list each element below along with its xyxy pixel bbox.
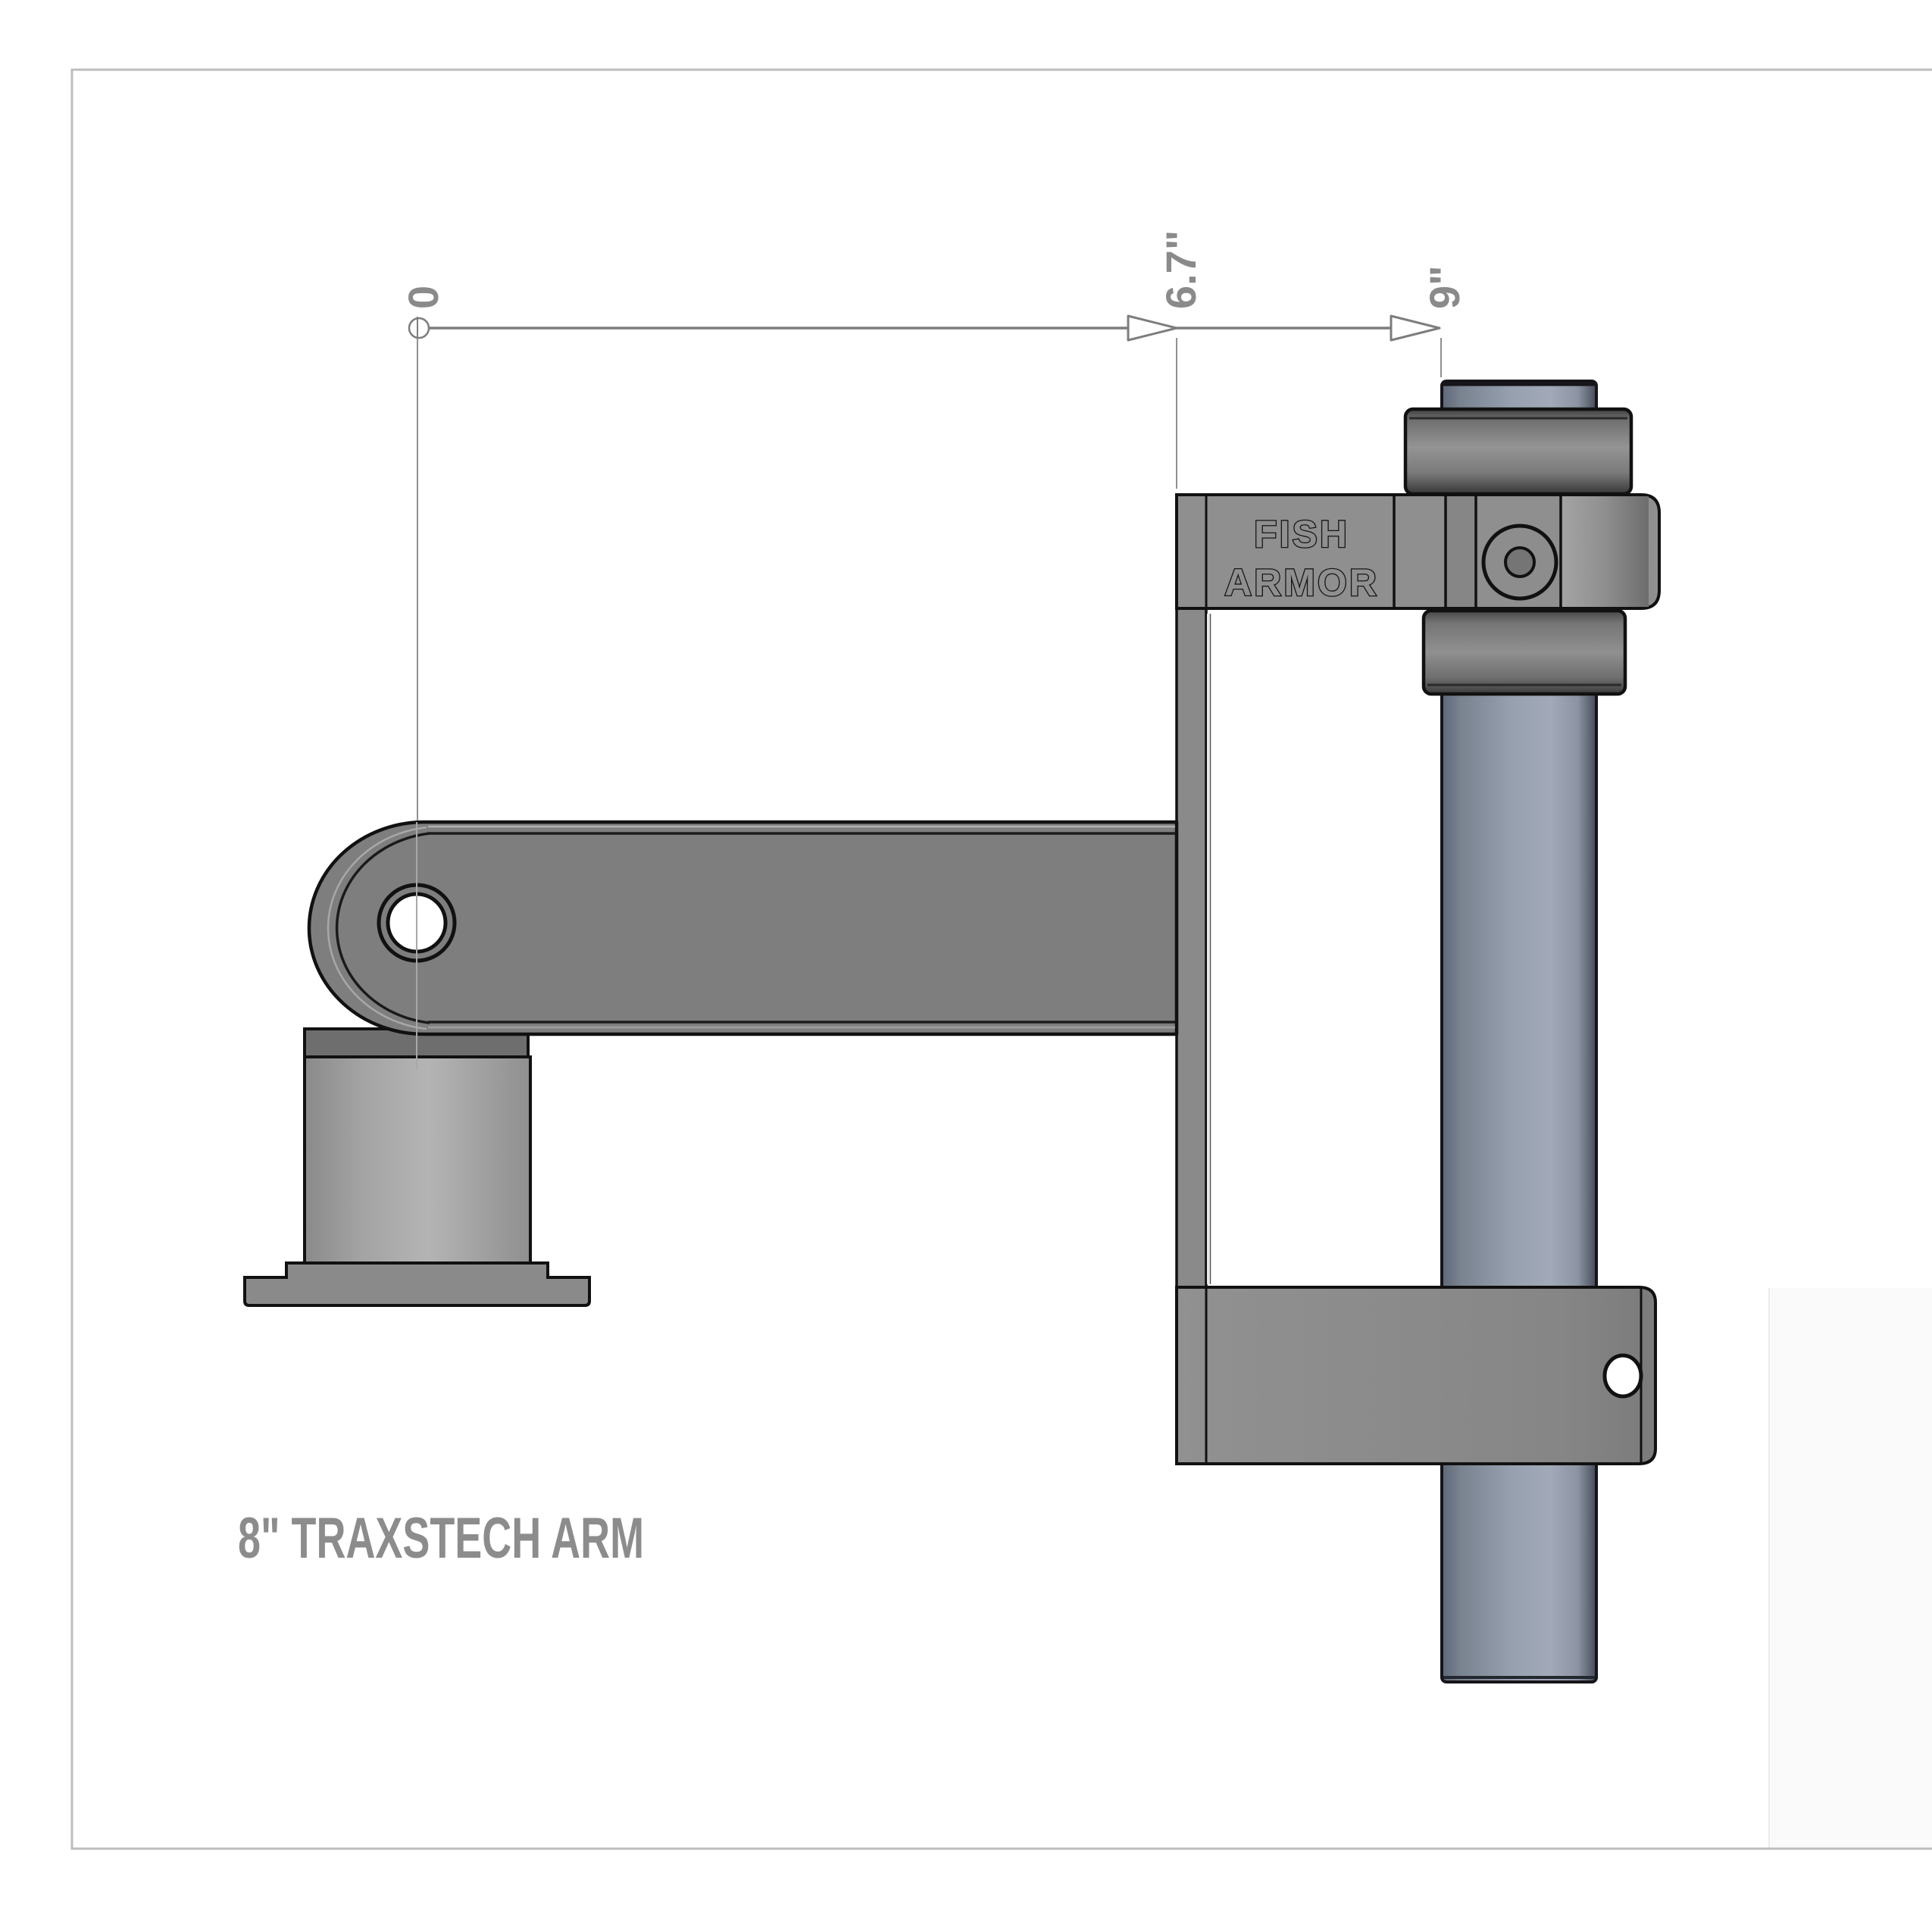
upper-collar-body <box>1403 407 1633 496</box>
upper-collar <box>1403 407 1633 496</box>
brand-text-line2: ARMOR <box>1224 561 1379 604</box>
origin-marker-circle <box>408 317 430 339</box>
clamp-knob-inner <box>1504 546 1536 578</box>
bottom-plate-body <box>1175 1286 1657 1465</box>
dimension-label-6-7: 6.7" <box>1157 230 1205 309</box>
dimension-label-9: 9" <box>1421 265 1468 309</box>
vertical-bracket-plate <box>1175 607 1211 1289</box>
clamp-right-panel <box>1561 496 1649 607</box>
lower-collar <box>1421 608 1627 696</box>
arm-endcap-highlight-arc <box>327 826 427 1030</box>
arm-body <box>307 820 1179 1036</box>
clamp-band: FISH ARMOR <box>1175 493 1661 610</box>
ordinate-dimensions: 0 6.7" 9" <box>399 230 1468 821</box>
sheet-border <box>70 68 1932 1850</box>
drawing-title: 8" TRAXSTECH ARM <box>238 1506 644 1571</box>
brand-text-line1: FISH <box>1254 513 1349 555</box>
clamp-mid-panel <box>1446 496 1476 607</box>
bottom-plate-pin-hole <box>1602 1353 1643 1399</box>
sheet-right-shadow <box>1769 1288 1932 1849</box>
origin-dimension-label: 0 <box>399 286 447 309</box>
traxstech-arm <box>307 820 1179 1071</box>
arm-endcap-chamfer-arc <box>335 832 430 1024</box>
arrowhead-9-icon <box>1390 314 1441 342</box>
arrowhead-6-7-icon <box>1127 314 1178 342</box>
bottom-bracket-plate <box>1175 1286 1657 1465</box>
vertical-plate-body <box>1175 607 1208 1289</box>
pedestal-cylinder <box>303 1055 532 1265</box>
lower-collar-body <box>1421 608 1627 696</box>
base-flange <box>243 1261 591 1307</box>
